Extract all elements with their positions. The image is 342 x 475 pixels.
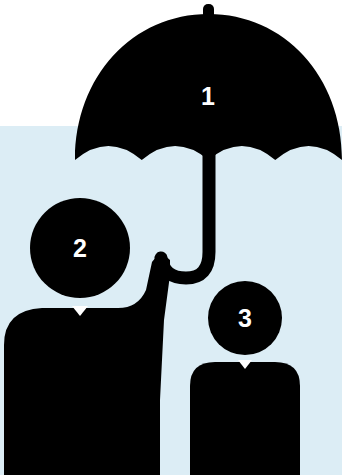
child-collar	[238, 360, 252, 369]
adult-head: 2	[30, 198, 130, 298]
callout-number: 2	[73, 236, 87, 261]
child-head-fill	[208, 281, 282, 355]
adult-collar	[72, 306, 88, 316]
umbrella-canopy-fill	[75, 14, 342, 160]
adult-head-fill	[30, 198, 130, 298]
callout-number: 1	[201, 84, 215, 109]
child-head: 3	[208, 281, 282, 355]
background-panel	[0, 126, 342, 475]
callout-number: 3	[238, 306, 252, 331]
child-body	[190, 362, 300, 475]
umbrella-canopy: 1	[75, 14, 342, 164]
